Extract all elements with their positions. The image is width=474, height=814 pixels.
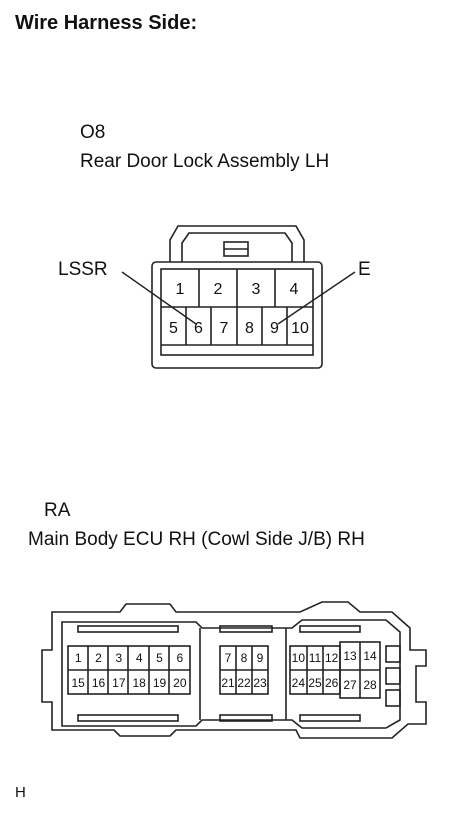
- ra-pin-20: 20: [173, 676, 187, 690]
- connector-name-o8: Rear Door Lock Assembly LH: [80, 151, 330, 172]
- ra-pin-9: 9: [257, 651, 264, 665]
- o8-pin-10: 10: [291, 320, 309, 337]
- ra-pin-25: 25: [308, 676, 322, 690]
- ra-pin-21: 21: [221, 676, 235, 690]
- figure-footer-code: H: [15, 784, 26, 801]
- ra-pin-7: 7: [225, 651, 232, 665]
- ra-pin-10: 10: [292, 651, 306, 665]
- ra-pin-28: 28: [363, 678, 377, 692]
- o8-pin-2: 2: [214, 281, 223, 298]
- ra-pin-2: 2: [95, 651, 102, 665]
- ra-pin-12: 12: [325, 651, 339, 665]
- o8-pin-1: 1: [176, 281, 185, 298]
- o8-pin-8: 8: [245, 320, 254, 337]
- ra-pin-24: 24: [292, 676, 306, 690]
- ra-pin-26: 26: [325, 676, 339, 690]
- ra-pin-6: 6: [176, 651, 183, 665]
- ra-pin-5: 5: [156, 651, 163, 665]
- connector-name-ra: Main Body ECU RH (Cowl Side J/B) RH: [28, 529, 365, 550]
- ra-pin-23: 23: [253, 676, 267, 690]
- ra-pin-17: 17: [112, 676, 126, 690]
- ra-pin-3: 3: [115, 651, 122, 665]
- o8-pin-6: 6: [194, 320, 203, 337]
- ra-pin-22: 22: [237, 676, 251, 690]
- ra-pin-18: 18: [132, 676, 146, 690]
- o8-pin-4: 4: [290, 281, 299, 298]
- ra-pin-11: 11: [309, 651, 322, 665]
- page-title: Wire Harness Side:: [15, 12, 198, 34]
- connector-code-ra: RA: [44, 500, 71, 521]
- o8-pin-3: 3: [252, 281, 261, 298]
- ra-pin-19: 19: [153, 676, 167, 690]
- ra-pin-4: 4: [136, 651, 143, 665]
- ra-pin-1: 1: [75, 651, 82, 665]
- ra-pin-15: 15: [71, 676, 85, 690]
- ra-pin-8: 8: [241, 651, 248, 665]
- ra-pin-27: 27: [343, 678, 357, 692]
- terminal-label-lssr: LSSR: [58, 259, 108, 280]
- o8-pin-5: 5: [169, 320, 178, 337]
- o8-pin-9: 9: [270, 320, 279, 337]
- terminal-label-e: E: [358, 259, 371, 280]
- ra-pin-13: 13: [343, 649, 357, 663]
- connector-code-o8: O8: [80, 122, 106, 143]
- o8-pin-7: 7: [220, 320, 229, 337]
- ra-pin-14: 14: [363, 649, 377, 663]
- ra-pin-16: 16: [92, 676, 106, 690]
